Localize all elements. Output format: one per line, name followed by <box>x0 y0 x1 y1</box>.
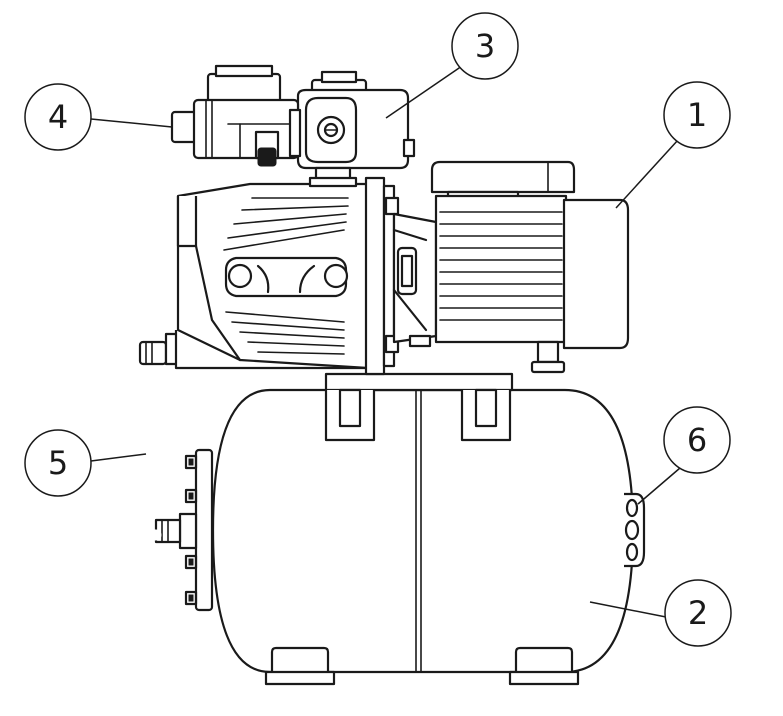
callout-label-4: 4 <box>48 98 68 136</box>
motor <box>408 160 630 374</box>
callout-label-5: 5 <box>48 444 68 482</box>
callout-5: 5 <box>24 429 147 497</box>
callout-3: 3 <box>385 12 519 119</box>
callout-4: 4 <box>24 83 173 151</box>
pump-flange <box>364 176 438 376</box>
motor-cooling-fins <box>439 211 563 321</box>
pressure-switch <box>296 70 416 188</box>
callout-1: 1 <box>615 81 731 209</box>
callout-2: 2 <box>589 579 732 647</box>
callout-label-1: 1 <box>687 96 707 134</box>
callout-label-6: 6 <box>687 421 707 459</box>
connecting-hose <box>124 332 180 541</box>
mounting-bracket <box>324 372 514 442</box>
tank-flange <box>154 448 214 612</box>
pressure-tank <box>211 388 635 686</box>
callout-6: 6 <box>637 406 731 505</box>
pump-housing <box>174 182 384 370</box>
callout-label-2: 2 <box>688 594 708 632</box>
callout-label-3: 3 <box>475 27 495 65</box>
outlet-fitting <box>170 64 302 167</box>
tank-air-valve <box>624 492 646 568</box>
